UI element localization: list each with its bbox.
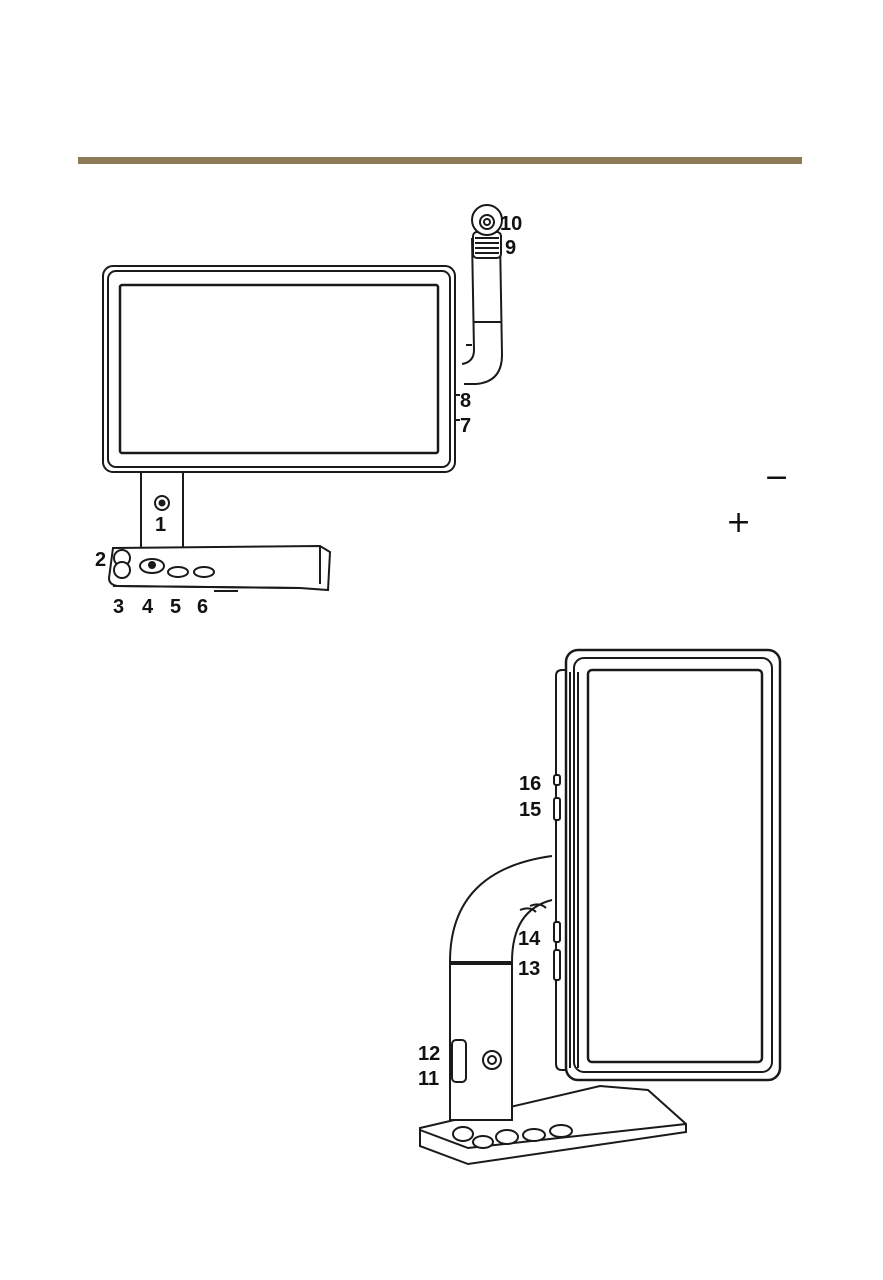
callout-7: 7 <box>460 415 471 437</box>
callout-8: 8 <box>460 390 471 412</box>
callout-12: 12 <box>418 1043 440 1065</box>
callout-9: 9 <box>505 237 516 259</box>
callout-13: 13 <box>518 958 540 980</box>
base <box>109 546 330 591</box>
callout-6: 6 <box>197 596 208 618</box>
callout-16: 16 <box>519 773 541 795</box>
side-arm <box>450 856 552 1122</box>
monitor-front <box>103 266 460 472</box>
side-view <box>420 650 780 1164</box>
plus-symbol: + <box>726 505 751 540</box>
minus-symbol: − <box>764 460 789 495</box>
callout-10: 10 <box>500 213 522 235</box>
callout-4: 4 <box>142 596 154 618</box>
callout-15: 15 <box>519 799 541 821</box>
callout-5: 5 <box>170 596 181 618</box>
stand-column <box>141 470 183 556</box>
camera-head <box>472 205 502 258</box>
callout-1: 1 <box>155 514 166 536</box>
camera-arm <box>462 238 502 384</box>
callout-3: 3 <box>113 596 124 618</box>
callout-11: 11 <box>418 1068 439 1090</box>
monitor-side <box>554 650 780 1080</box>
callout-2: 2 <box>95 549 106 571</box>
callout-14: 14 <box>518 928 541 950</box>
